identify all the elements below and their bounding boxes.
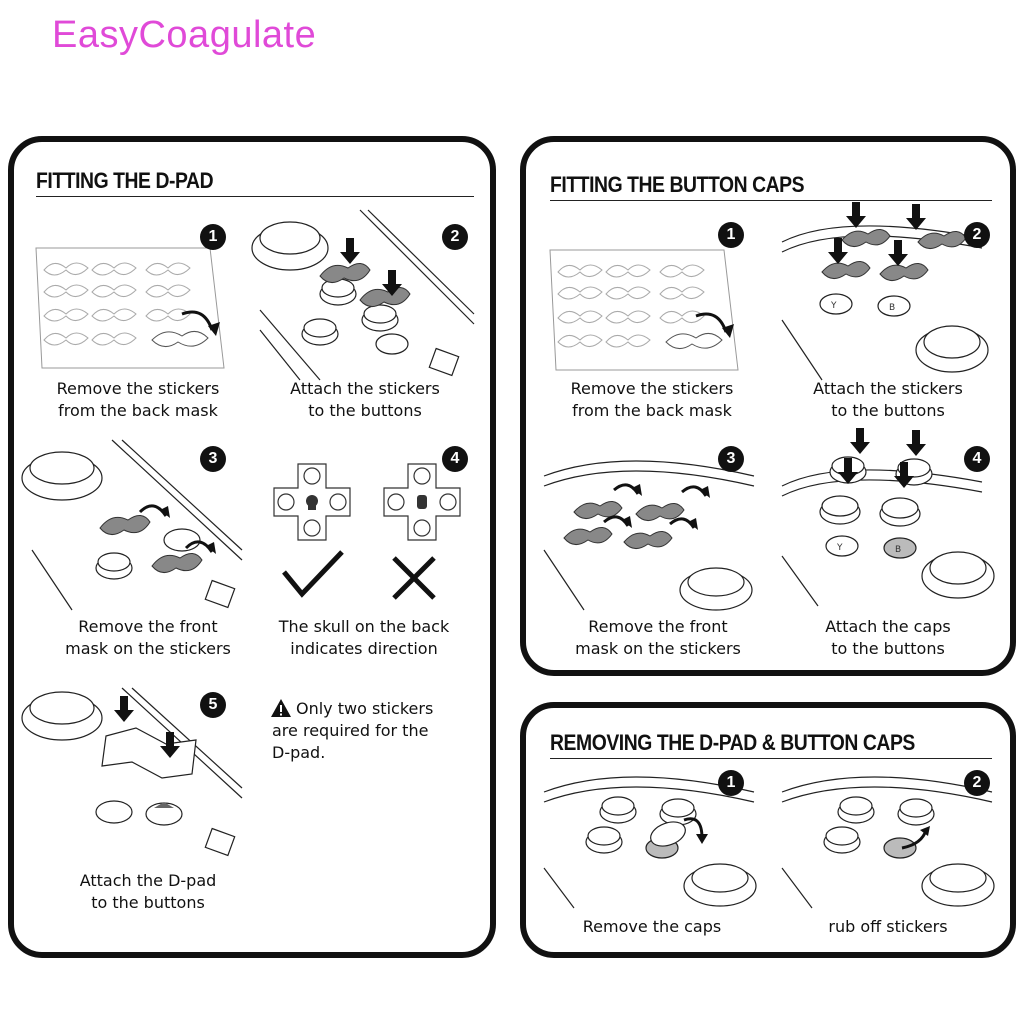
attach-caps-illustration: Y B	[782, 428, 1002, 606]
button-caps-panel: FITTING THE BUTTON CAPS 1 Remove the sti…	[520, 136, 1016, 676]
step-number-badge: 1	[718, 770, 744, 796]
title-divider	[550, 758, 992, 759]
step-number-badge: 2	[442, 224, 468, 250]
svg-text:B: B	[889, 303, 895, 313]
svg-text:B: B	[895, 545, 901, 555]
step-number-badge: 1	[200, 224, 226, 250]
step-number-badge: 1	[718, 222, 744, 248]
remove-front-mask-illustration	[32, 440, 252, 610]
panel-title: FITTING THE D-PAD	[36, 168, 214, 193]
title-divider	[550, 200, 992, 201]
sticker-sheet-illustration	[546, 236, 746, 386]
step-number-badge: 5	[200, 692, 226, 718]
sticker-sheet-illustration	[32, 234, 232, 384]
step-number-badge: 3	[718, 446, 744, 472]
step-number-badge: 4	[442, 446, 468, 472]
brand-watermark: EasyCoagulate	[52, 14, 317, 56]
step-number-badge: 3	[200, 446, 226, 472]
warning-icon	[271, 699, 291, 717]
removing-panel: REMOVING THE D-PAD & BUTTON CAPS 1 Remov…	[520, 702, 1016, 958]
step-1-caption: Remove the caps	[582, 917, 722, 936]
panel-title: REMOVING THE D-PAD & BUTTON CAPS	[550, 730, 915, 755]
stickers-note: Only two stickers are required for the D…	[272, 699, 434, 762]
svg-text:Y: Y	[830, 301, 837, 311]
step-2-caption: rub off stickers	[828, 917, 948, 936]
remove-front-mask-illustration	[544, 440, 764, 610]
attach-stickers-illustration: Y B	[782, 202, 1002, 380]
remove-caps-illustration	[544, 768, 764, 908]
step-number-badge: 2	[964, 222, 990, 248]
attach-dpad-illustration	[32, 688, 252, 858]
rub-off-stickers-illustration	[782, 768, 1002, 908]
step-number-badge: 4	[964, 446, 990, 472]
panel-title: FITTING THE BUTTON CAPS	[550, 172, 805, 197]
dpad-direction-illustration	[262, 454, 472, 614]
title-divider	[36, 196, 474, 197]
step-number-badge: 2	[964, 770, 990, 796]
svg-text:Y: Y	[836, 543, 843, 553]
attach-stickers-illustration	[260, 210, 480, 380]
